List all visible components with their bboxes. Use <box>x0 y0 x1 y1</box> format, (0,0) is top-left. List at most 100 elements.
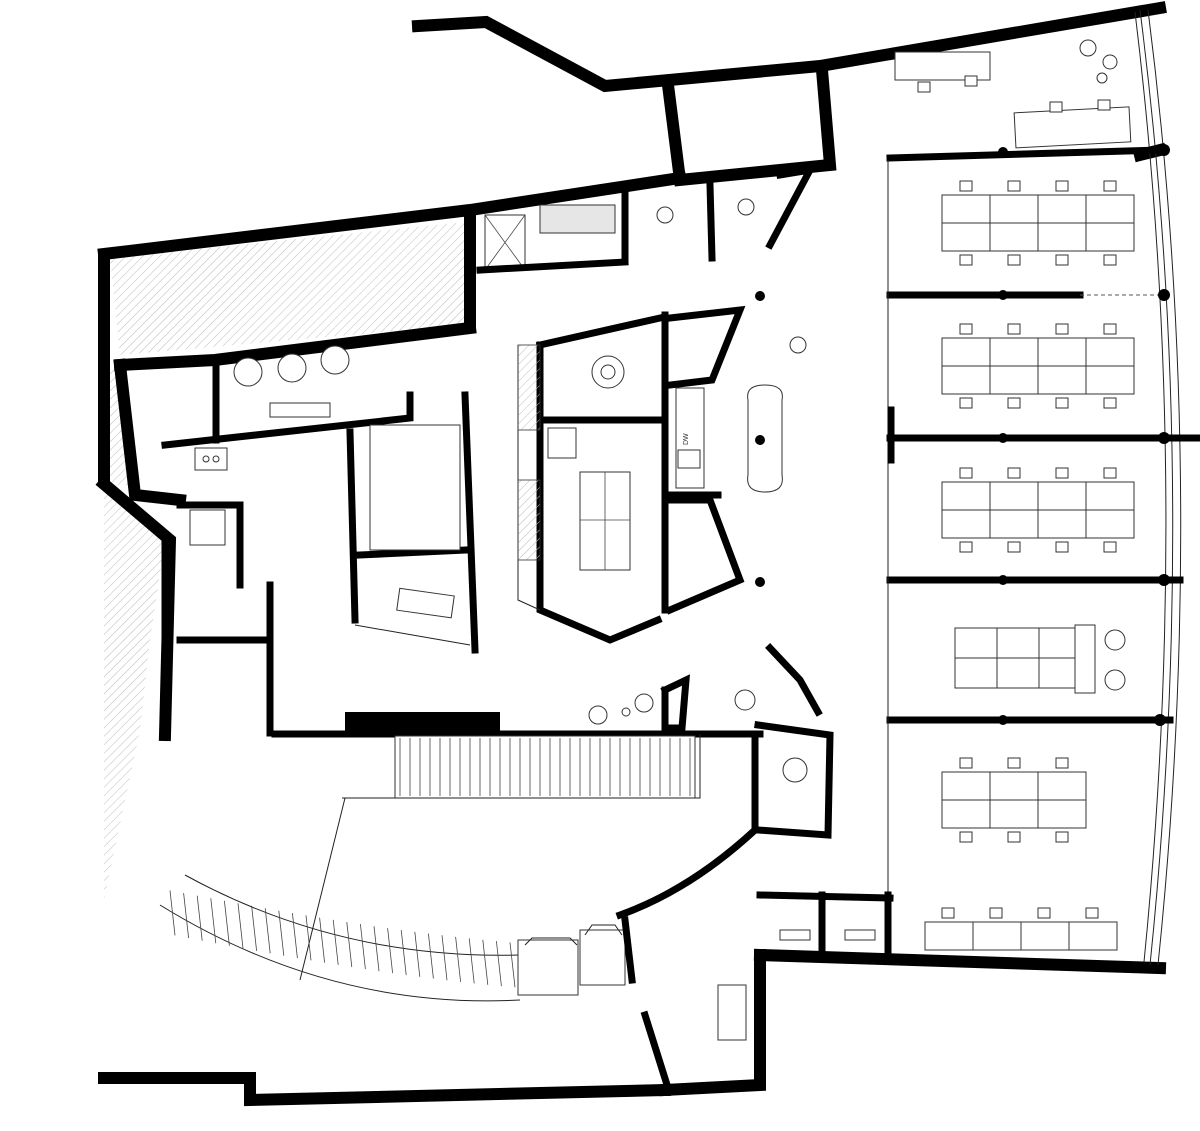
stair-step <box>183 893 189 939</box>
desk <box>1068 921 1118 951</box>
stair-step <box>196 895 203 941</box>
chair <box>959 254 973 266</box>
stair-step <box>169 890 176 936</box>
chair <box>959 757 973 769</box>
desk <box>989 509 1039 539</box>
chair <box>1007 180 1021 192</box>
small-rooms-top <box>476 165 817 274</box>
desk <box>989 365 1039 395</box>
desk <box>941 509 991 539</box>
stair-step <box>237 903 244 949</box>
chair <box>1007 831 1021 843</box>
chair <box>1007 397 1021 409</box>
columns <box>755 144 1170 726</box>
desk <box>989 799 1039 829</box>
desk <box>972 921 1022 951</box>
desk <box>1037 222 1087 252</box>
chair <box>1007 757 1021 769</box>
desk <box>989 481 1039 511</box>
stair-step <box>224 900 230 946</box>
stair-step <box>414 931 421 977</box>
chair <box>1055 323 1069 335</box>
stair-step <box>278 910 285 956</box>
stair-step <box>428 933 434 979</box>
hatched-stair-area <box>104 222 465 900</box>
desk <box>1037 194 1087 224</box>
desk <box>1085 194 1135 224</box>
desk <box>1085 365 1135 395</box>
stair-step <box>305 915 312 961</box>
chair <box>989 907 1003 919</box>
chair <box>1104 629 1126 651</box>
chair <box>1007 323 1021 335</box>
chair <box>959 397 973 409</box>
desk <box>941 481 991 511</box>
chair <box>959 323 973 335</box>
stair-step <box>441 935 448 981</box>
stair-step <box>482 939 489 985</box>
desk <box>924 921 974 951</box>
curve-steps <box>169 890 516 988</box>
stair-step <box>468 938 475 984</box>
lounge-furniture <box>588 643 823 984</box>
stair-step <box>319 917 325 963</box>
stair-step <box>509 942 516 988</box>
chair <box>1103 397 1117 409</box>
chair <box>1007 254 1021 266</box>
chair <box>959 541 973 553</box>
stair-step <box>373 926 380 972</box>
desk <box>941 771 991 801</box>
chair <box>1103 467 1117 479</box>
stair-step <box>210 898 217 944</box>
chair <box>959 180 973 192</box>
chair <box>1037 907 1051 919</box>
desk <box>996 627 1040 659</box>
stair-step <box>332 919 339 965</box>
chair <box>1103 254 1117 266</box>
stair-step <box>387 928 393 974</box>
desk <box>989 194 1039 224</box>
chair <box>1103 541 1117 553</box>
bottom-right-rooms <box>640 721 894 1093</box>
stair-step <box>264 908 271 954</box>
desk <box>941 365 991 395</box>
office-bays <box>886 160 1200 955</box>
chair <box>1055 397 1069 409</box>
desk-groups <box>924 180 1135 951</box>
stair-steps <box>399 738 691 796</box>
desk <box>1085 337 1135 367</box>
desk <box>954 657 998 689</box>
chair <box>1085 907 1099 919</box>
desk <box>1085 509 1135 539</box>
desk <box>1037 509 1087 539</box>
stair-step <box>292 913 298 959</box>
stair-step <box>346 921 353 968</box>
desk <box>989 222 1039 252</box>
kitchen-area: DW <box>665 305 783 615</box>
chair <box>959 467 973 479</box>
chair <box>941 907 955 919</box>
stair-step <box>400 929 407 976</box>
desk <box>1038 657 1082 689</box>
desk <box>941 337 991 367</box>
lobby-stair <box>271 712 764 981</box>
desk <box>989 771 1039 801</box>
desk <box>941 222 991 252</box>
desk <box>1074 624 1096 694</box>
desk <box>954 627 998 659</box>
curved-stair <box>159 731 759 1002</box>
dishwasher-label: DW <box>683 433 690 445</box>
chair <box>1103 323 1117 335</box>
chair <box>1007 467 1021 479</box>
top-right-office <box>661 39 1164 187</box>
chair <box>1055 831 1069 843</box>
desk <box>1020 921 1070 951</box>
chair <box>1055 541 1069 553</box>
chair <box>1103 180 1117 192</box>
stair-step <box>251 905 257 951</box>
desk <box>1037 771 1087 801</box>
chair <box>1007 541 1021 553</box>
chair <box>1055 757 1069 769</box>
desk <box>1037 337 1087 367</box>
